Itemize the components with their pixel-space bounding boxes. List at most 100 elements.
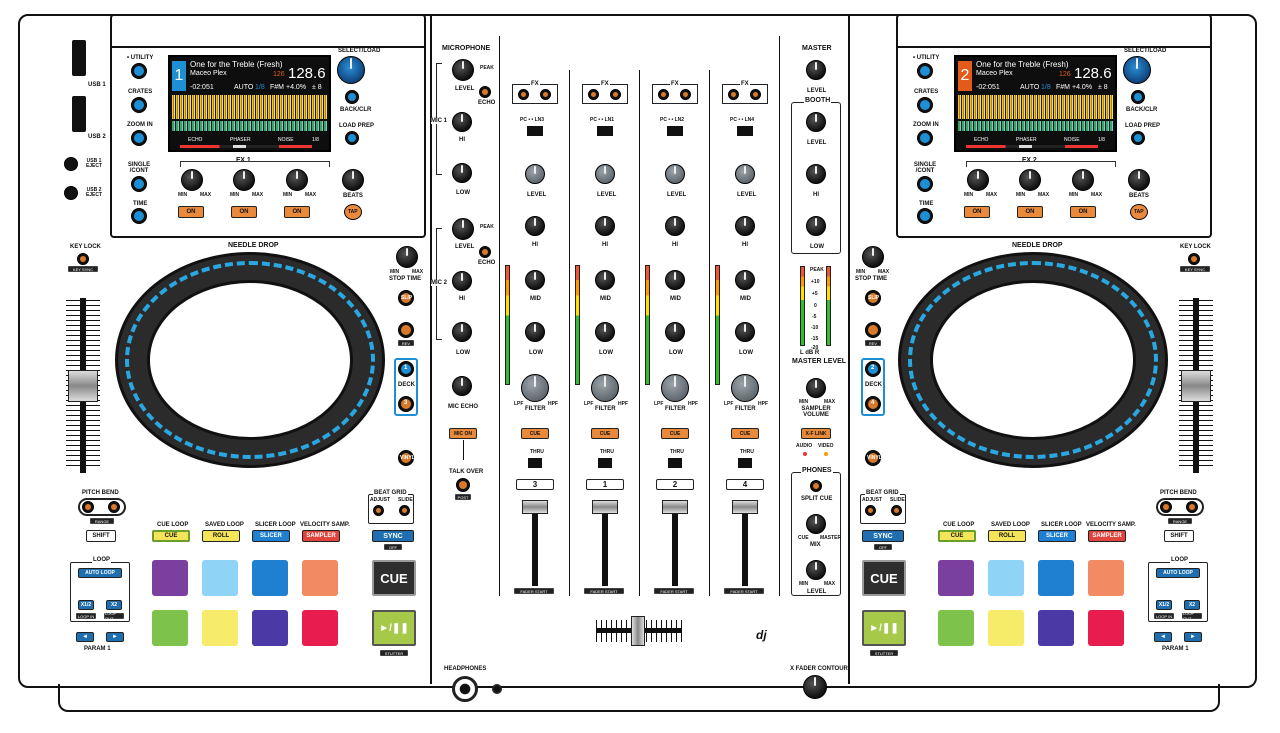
right-pad-2[interactable]	[988, 560, 1024, 596]
left-pad-1[interactable]	[152, 560, 188, 596]
ch1-filter-knob[interactable]	[521, 374, 549, 402]
left-crates-button[interactable]	[131, 97, 147, 113]
left-pad-3[interactable]	[252, 560, 288, 596]
left-vinyl-button[interactable]	[398, 450, 414, 466]
right-single-button[interactable]	[917, 176, 933, 192]
left-back-button[interactable]	[345, 90, 359, 104]
phones-level-knob[interactable]	[806, 560, 826, 580]
ch1-fader-cap[interactable]	[522, 500, 548, 514]
right-x-half-button[interactable]: X1/2	[1156, 600, 1172, 610]
master-level-knob[interactable]	[806, 60, 826, 80]
ch4-xfader-assign[interactable]	[738, 458, 752, 468]
right-play-button[interactable]: ►/❚❚	[862, 610, 906, 646]
ch4-input-switch[interactable]	[737, 126, 753, 136]
mic2-echo-button[interactable]	[479, 246, 491, 258]
left-param-next-button[interactable]: ►	[106, 632, 124, 642]
mic-echo-knob[interactable]	[452, 376, 472, 396]
right-roll-mode-button[interactable]: ROLL	[988, 530, 1026, 542]
left-censor-button[interactable]	[398, 322, 414, 338]
left-pad-8[interactable]	[302, 610, 338, 646]
sampler-volume-knob[interactable]	[806, 378, 826, 398]
xfade-link-button[interactable]: X-F LINK	[801, 428, 831, 439]
right-pad-4[interactable]	[1088, 560, 1124, 596]
talk-over-button[interactable]	[456, 478, 470, 492]
ch1-mid-knob[interactable]	[525, 270, 545, 290]
ch4-hi-knob[interactable]	[735, 216, 755, 236]
right-fx-knob-2[interactable]	[1019, 169, 1041, 191]
left-select-load-knob[interactable]	[337, 56, 365, 84]
crossfader-cap[interactable]	[631, 616, 645, 646]
mic1-echo-button[interactable]	[479, 86, 491, 98]
left-fx-knob-3[interactable]	[286, 169, 308, 191]
left-fx-knob-2[interactable]	[233, 169, 255, 191]
left-tap-button[interactable]	[344, 204, 362, 220]
right-back-button[interactable]	[1131, 90, 1145, 104]
ch2-level-knob[interactable]	[595, 164, 615, 184]
right-fx-on-2[interactable]: ON	[1017, 206, 1043, 218]
right-sync-button[interactable]: SYNC	[862, 530, 904, 542]
ch4-filter-knob[interactable]	[731, 374, 759, 402]
right-adjust-button[interactable]	[865, 505, 876, 516]
left-pad-6[interactable]	[202, 610, 238, 646]
left-fx-on-2[interactable]: ON	[231, 206, 257, 218]
right-slide-button[interactable]	[891, 505, 902, 516]
left-adjust-button[interactable]	[373, 505, 384, 516]
right-tap-button[interactable]	[1130, 204, 1148, 220]
right-pad-5[interactable]	[938, 610, 974, 646]
booth-level-knob[interactable]	[806, 112, 826, 132]
ch3-fx1-button[interactable]	[658, 89, 669, 100]
right-pad-8[interactable]	[1088, 610, 1124, 646]
left-pitch-bend-minus[interactable]	[82, 501, 94, 513]
right-pad-7[interactable]	[1038, 610, 1074, 646]
ch3-input-switch[interactable]	[667, 126, 683, 136]
left-time-button[interactable]	[131, 208, 147, 224]
right-load-prep-button[interactable]	[1131, 131, 1145, 145]
left-pad-5[interactable]	[152, 610, 188, 646]
right-fx-on-3[interactable]: ON	[1070, 206, 1096, 218]
ch2-cue-button[interactable]: CUE	[591, 428, 619, 439]
ch1-fx2-button[interactable]	[540, 89, 551, 100]
ch4-low-knob[interactable]	[735, 322, 755, 342]
left-fx-on-3[interactable]: ON	[284, 206, 310, 218]
right-utility-button[interactable]	[917, 63, 933, 79]
ch4-mid-knob[interactable]	[735, 270, 755, 290]
right-sampler-mode-button[interactable]: SAMPLER	[1088, 530, 1126, 542]
right-pad-6[interactable]	[988, 610, 1024, 646]
right-pad-3[interactable]	[1038, 560, 1074, 596]
phones-mix-knob[interactable]	[806, 514, 826, 534]
left-deck3-button[interactable]	[398, 396, 414, 412]
ch2-mid-knob[interactable]	[595, 270, 615, 290]
ch1-hi-knob[interactable]	[525, 216, 545, 236]
right-censor-button[interactable]	[865, 322, 881, 338]
right-zoom-button[interactable]	[917, 130, 933, 146]
ch1-cue-button[interactable]: CUE	[521, 428, 549, 439]
right-slip-button[interactable]	[865, 290, 881, 306]
ch1-fx1-button[interactable]	[518, 89, 529, 100]
usb1-port[interactable]	[72, 40, 86, 76]
ch4-level-knob[interactable]	[735, 164, 755, 184]
right-beats-knob[interactable]	[1128, 169, 1150, 191]
booth-hi-knob[interactable]	[806, 164, 826, 184]
usb2-eject-button[interactable]	[64, 186, 78, 200]
mic1-low-knob[interactable]	[452, 163, 472, 183]
ch2-fader-cap[interactable]	[592, 500, 618, 514]
left-slicer-mode-button[interactable]: SLICER	[252, 530, 290, 542]
left-pitch-fader-cap[interactable]	[68, 370, 98, 402]
left-sync-button[interactable]: SYNC	[372, 530, 414, 542]
left-single-button[interactable]	[131, 176, 147, 192]
right-auto-loop-button[interactable]: AUTO LOOP	[1156, 568, 1200, 578]
right-param-next-button[interactable]: ►	[1184, 632, 1202, 642]
right-crates-button[interactable]	[917, 97, 933, 113]
mic2-hi-knob[interactable]	[452, 271, 472, 291]
right-deck4-button[interactable]	[865, 396, 881, 412]
headphones-jack[interactable]	[452, 676, 478, 702]
left-shift-button[interactable]: SHIFT	[86, 530, 116, 542]
ch2-filter-knob[interactable]	[591, 374, 619, 402]
ch3-xfader-assign[interactable]	[668, 458, 682, 468]
usb2-port[interactable]	[72, 96, 86, 132]
left-pitch-bend-plus[interactable]	[108, 501, 120, 513]
right-shift-button[interactable]: SHIFT	[1164, 530, 1194, 542]
right-pad-1[interactable]	[938, 560, 974, 596]
right-pitch-fader-cap[interactable]	[1181, 370, 1211, 402]
left-cue-big-button[interactable]: CUE	[372, 560, 416, 596]
